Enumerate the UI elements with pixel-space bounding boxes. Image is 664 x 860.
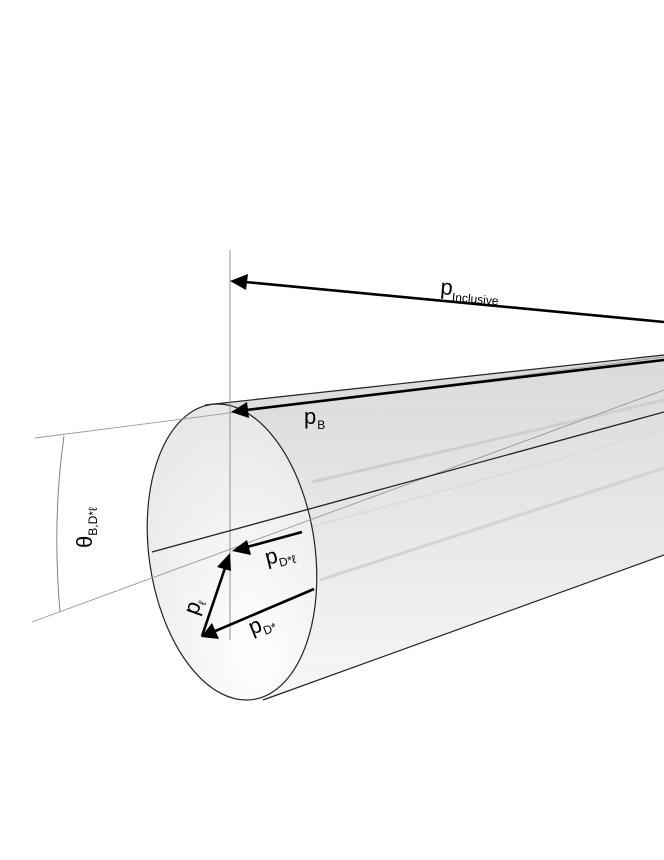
p-inclusive-arrowhead	[230, 274, 248, 290]
label-p-dl: pD*ℓ	[262, 538, 297, 572]
cone-bottom-edge	[262, 554, 664, 701]
label-p-b: pB	[304, 404, 325, 432]
cone-top-edge	[204, 354, 664, 406]
p-dl-arrow	[246, 530, 303, 549]
cone-end-cap	[146, 403, 318, 701]
p-dl-arrowhead	[232, 540, 251, 555]
p-dl-axis-line	[151, 411, 664, 553]
p-inclusive-arrow	[244, 280, 664, 324]
cone-faint-line	[319, 466, 664, 582]
label-p-l: pℓ	[178, 594, 209, 619]
cone-faint-line	[299, 429, 664, 531]
angle-ray-lower	[31, 389, 664, 623]
p-b-arrow	[245, 358, 664, 412]
label-p-inclusive: pInclusive	[439, 274, 501, 308]
p-b-arrowhead	[231, 402, 249, 418]
cone-faint-line	[311, 398, 664, 484]
p-l-arrow	[200, 567, 227, 637]
p-d-arrow	[212, 587, 315, 634]
angle-arc	[56, 435, 65, 613]
p-l-arrowhead	[217, 553, 231, 571]
label-theta: θB,D*ℓ	[72, 507, 100, 548]
cone-surface	[205, 355, 664, 700]
p-d-arrowhead	[201, 623, 219, 639]
